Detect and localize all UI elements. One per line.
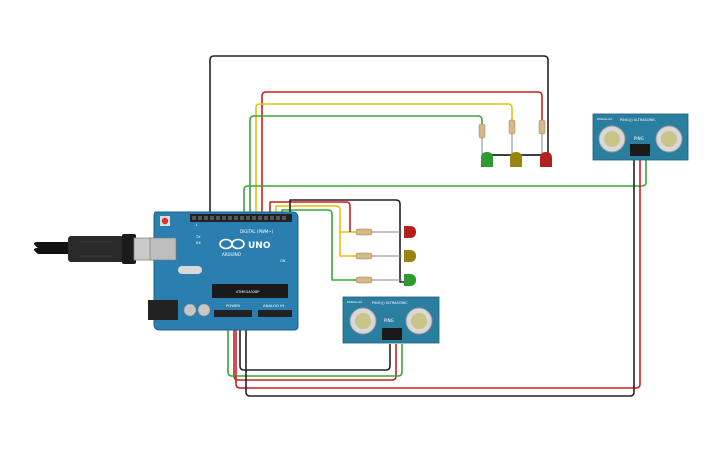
top-led-group <box>478 119 552 167</box>
wire-red-top[interactable] <box>261 91 543 214</box>
wire-red-sensor-top-power[interactable] <box>235 160 641 389</box>
brand-label: UNO <box>248 241 271 251</box>
on-label: ON <box>280 259 286 263</box>
wire-black-top-loop[interactable] <box>209 55 549 218</box>
model-label: ARDUINO <box>222 252 241 257</box>
wire-black-mid-common[interactable] <box>289 199 404 283</box>
analog-header <box>258 310 292 317</box>
digital-header-label: DIGITAL (PWM~) <box>240 229 274 234</box>
l-label: L <box>196 223 198 227</box>
rx-label: RX <box>196 241 201 245</box>
resistor-top-2[interactable] <box>508 119 516 135</box>
wire-green-mid[interactable] <box>281 209 356 281</box>
wire-yellow-mid[interactable] <box>275 205 356 233</box>
ultrasonic-sensor-bottom[interactable]: PING))) ULTRASONIC PING PARALLAX <box>342 296 440 344</box>
wire-yellow-mid-2[interactable] <box>339 232 356 257</box>
arduino-uno-board[interactable]: DIGITAL (PWM~) UNO ARDUINO L TX RX ON AT… <box>148 211 299 331</box>
wire-green-sensor-top[interactable] <box>243 160 647 214</box>
wires <box>209 55 647 397</box>
led-green-mid[interactable] <box>404 274 416 286</box>
resistor-mid-1[interactable] <box>355 228 373 236</box>
led-yellow-mid[interactable] <box>404 250 416 262</box>
crystal <box>178 266 202 274</box>
sensor-top-corner: PARALLAX <box>597 117 612 121</box>
resistor-top-1[interactable] <box>478 123 486 139</box>
sensor-bottom-model: PING))) ULTRASONIC <box>372 301 408 305</box>
ultrasonic-sensor-top[interactable]: PING))) ULTRASONIC PING PARALLAX <box>592 113 689 161</box>
arduino-logo-icon <box>219 238 245 250</box>
sensor-top-brand: PING <box>634 136 644 141</box>
wire-black-sensor-bottom[interactable] <box>239 320 391 371</box>
resistor-top-3[interactable] <box>538 119 546 135</box>
power-header-label: POWER <box>226 303 240 308</box>
wire-green-top[interactable] <box>249 115 483 214</box>
chip-label: ATMEGA328P <box>236 290 259 294</box>
wire-yellow-top[interactable] <box>255 103 513 214</box>
led-green-top[interactable] <box>481 152 493 167</box>
digital-pins[interactable] <box>192 216 286 220</box>
capacitor-1 <box>183 303 197 317</box>
led-red-top[interactable] <box>540 152 552 167</box>
atmega-chip <box>212 284 288 298</box>
tx-label: TX <box>195 235 201 239</box>
usb-port <box>149 237 177 261</box>
resistor-mid-3[interactable] <box>355 276 373 284</box>
sensor-bottom-corner: PARALLAX <box>347 300 362 304</box>
capacitor-2 <box>197 303 211 317</box>
wire-red-mid[interactable] <box>269 201 351 232</box>
sensor-top-model: PING))) ULTRASONIC <box>620 118 656 122</box>
wire-red-sensor-bottom[interactable] <box>233 320 397 381</box>
sensor-bottom-brand: PING <box>384 318 394 323</box>
wire-green-sensor-bottom[interactable] <box>227 320 403 377</box>
resistor-mid-2[interactable] <box>355 252 373 260</box>
power-jack <box>148 300 178 320</box>
wire-black-sensor-top-gnd[interactable] <box>245 160 635 397</box>
analog-header-label: ANALOG IN <box>263 303 284 308</box>
led-red-mid[interactable] <box>404 226 416 238</box>
led-yellow-top[interactable] <box>510 152 522 167</box>
middle-led-group <box>355 226 416 286</box>
power-header <box>214 310 252 317</box>
